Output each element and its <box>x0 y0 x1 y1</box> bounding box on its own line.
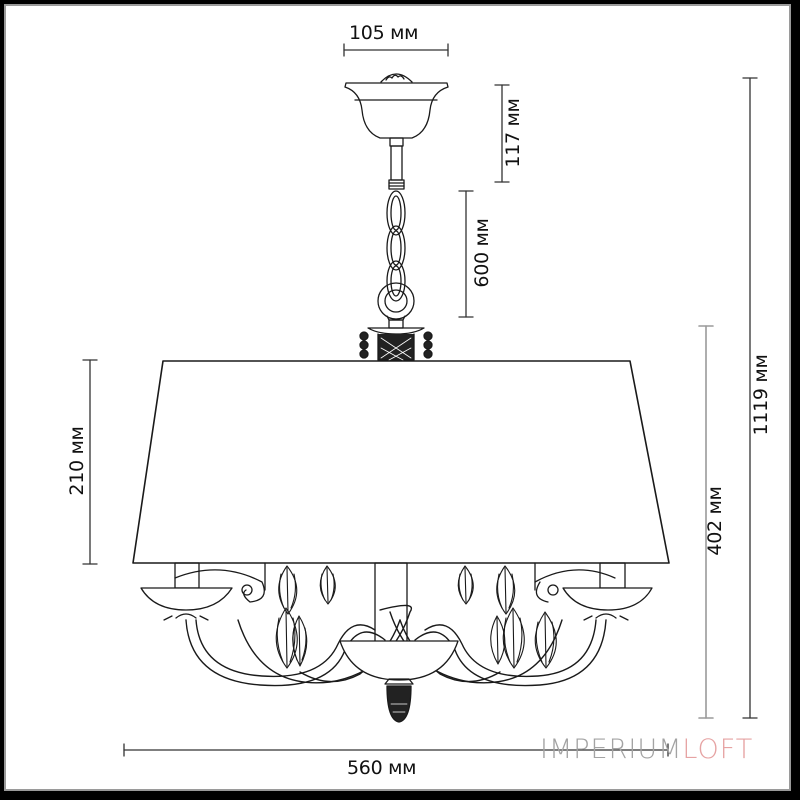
ceiling-canopy <box>344 73 449 147</box>
dimension-105-line <box>343 43 449 57</box>
label-chain-length: 600 мм <box>471 218 493 288</box>
watermark-part1: IMPERIUM <box>540 734 683 765</box>
right-candle-cup <box>534 569 653 621</box>
dimension-1119-line <box>742 77 758 719</box>
label-body-height: 402 мм <box>704 486 726 556</box>
watermark-part2: LOFT <box>682 734 754 765</box>
chain-rod <box>388 145 405 190</box>
crystal-drops <box>275 565 557 669</box>
dimension-210-line <box>82 359 98 565</box>
dimension-402-line <box>698 325 714 719</box>
dimension-560-line <box>123 743 669 757</box>
central-bowl <box>339 640 459 723</box>
dimension-117-line <box>494 84 510 183</box>
label-total-height: 1119 мм <box>750 354 772 436</box>
dimension-600-line <box>458 190 474 318</box>
label-canopy-width: 105 мм <box>349 22 419 44</box>
left-candle-cup <box>140 569 265 621</box>
label-canopy-height: 117 мм <box>502 98 524 168</box>
label-shade-height: 210 мм <box>66 426 88 496</box>
crystal-cap <box>359 327 433 361</box>
label-total-width: 560 мм <box>347 757 417 779</box>
chain-links <box>377 190 415 329</box>
watermark-logo: IMPERIUMLOFT <box>540 734 753 765</box>
lamp-shade <box>132 360 670 564</box>
